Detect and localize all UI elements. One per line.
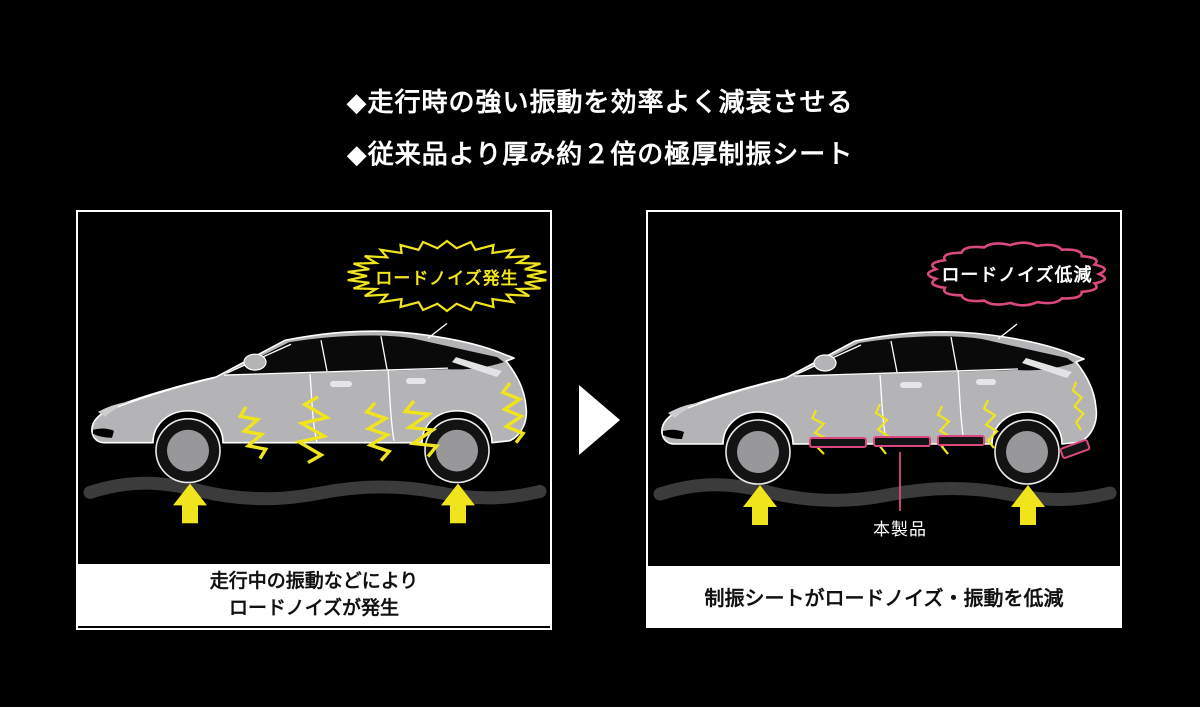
road-wave <box>653 478 1117 507</box>
damping-sheet-strips <box>809 435 1091 511</box>
noise-burst-badge: ロードノイズ発生 <box>340 234 554 318</box>
before-caption-line-1: 走行中の振動などにより <box>209 571 419 592</box>
before-panel-art: ロードノイズ発生 <box>78 212 550 564</box>
before-caption-line-2: ロードノイズが発生 <box>228 598 400 619</box>
car-damped-illustration <box>653 323 1117 525</box>
after-panel-art: ロードノイズ低減 本製品 <box>648 212 1120 566</box>
transition-right-arrow-icon <box>579 385 620 455</box>
product-label: 本製品 <box>873 520 927 539</box>
after-caption: 制振シートがロードノイズ・振動を低減 <box>648 566 1120 626</box>
after-caption-line: 制振シートがロードノイズ・振動を低減 <box>704 587 1064 610</box>
noise-reduced-badge: ロードノイズ低減 <box>920 236 1114 312</box>
after-panel: ロードノイズ低減 本製品 制振シートがロードノイズ・振動を低減 <box>646 210 1122 628</box>
headline-line-2: ◆従来品より厚み約２倍の極厚制振シート <box>346 139 854 169</box>
headline-line-1: ◆走行時の強い振動を効率よく減衰させる <box>346 87 854 117</box>
before-panel: ロードノイズ発生 走行中の振動などにより ロードノイズが発生 <box>76 210 552 630</box>
before-caption: 走行中の振動などにより ロードノイズが発生 <box>78 564 550 626</box>
starburst-outline-icon <box>347 239 547 313</box>
vibration-zigzag-icons <box>237 382 526 465</box>
noise-burst-label: ロードノイズ発生 <box>375 268 519 288</box>
road-wave <box>83 476 547 506</box>
noise-reduced-label: ロードノイズ低減 <box>941 265 1093 285</box>
headline: ◆走行時の強い振動を効率よく減衰させる ◆従来品より厚み約２倍の極厚制振シート <box>0 76 1200 180</box>
scallop-cloud-outline-icon <box>926 241 1106 307</box>
car-vibration-illustration <box>83 322 547 524</box>
